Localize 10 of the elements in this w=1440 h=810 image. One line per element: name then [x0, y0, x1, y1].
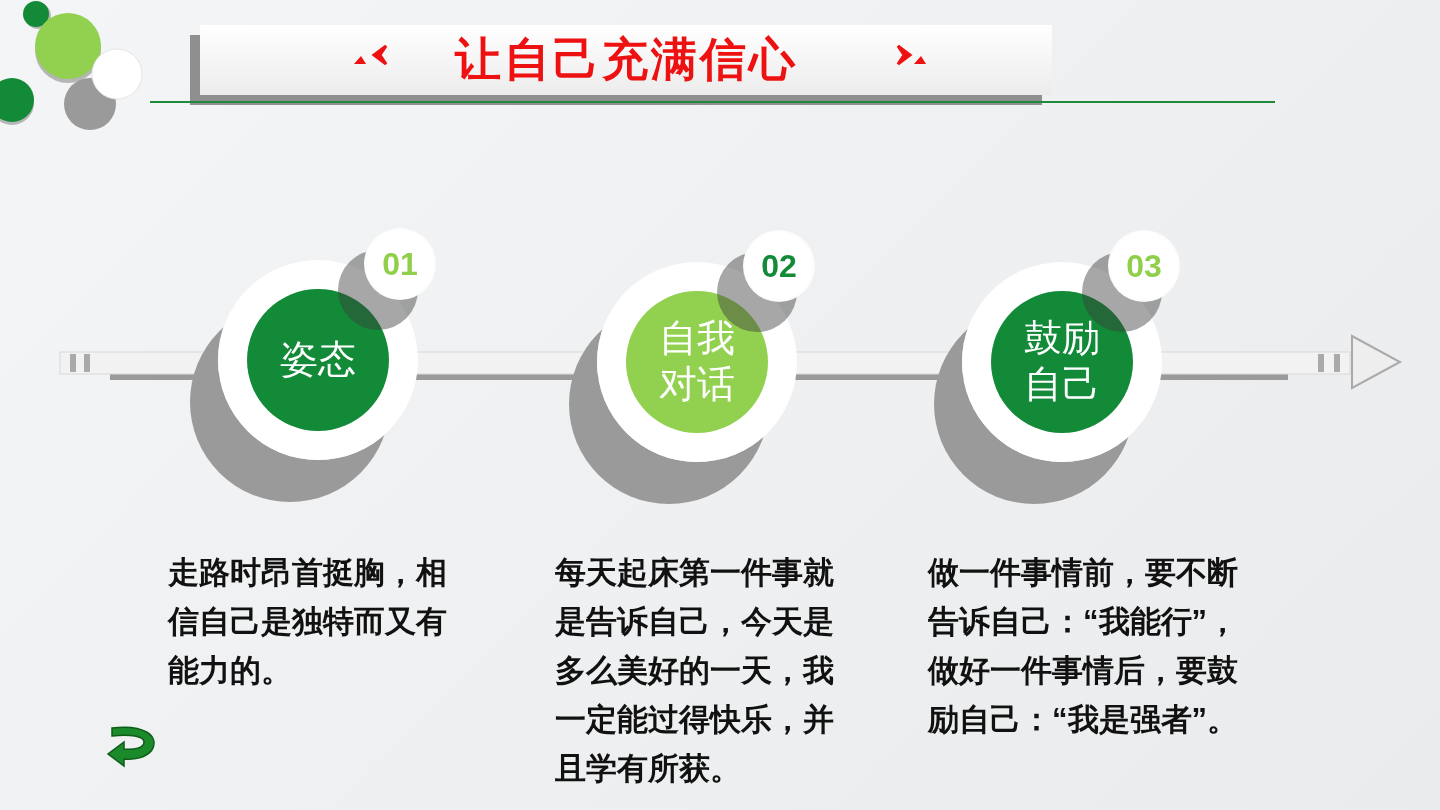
number-badge: 02	[743, 230, 815, 302]
number-badge: 03	[1108, 230, 1180, 302]
description-text: 每天起床第一件事就是告诉自己，今天是多么美好的一天，我一定能过得快乐，并且学有所获。	[555, 554, 835, 788]
step-title: 姿态	[279, 337, 357, 383]
title: 让自己充满信心	[454, 32, 798, 87]
step-title: 鼓励自己	[1023, 316, 1101, 407]
number-badge: 01	[364, 228, 436, 300]
description-text: 做一件事情前，要不断告诉自己：“我能行”，做好一件事情后，要鼓励自己：“我是强者”。	[928, 554, 1239, 739]
step-title: 自我对话	[658, 316, 736, 407]
description-text: 走路时昂首挺胸，相信自己是独特而又有能力的。	[168, 554, 448, 690]
